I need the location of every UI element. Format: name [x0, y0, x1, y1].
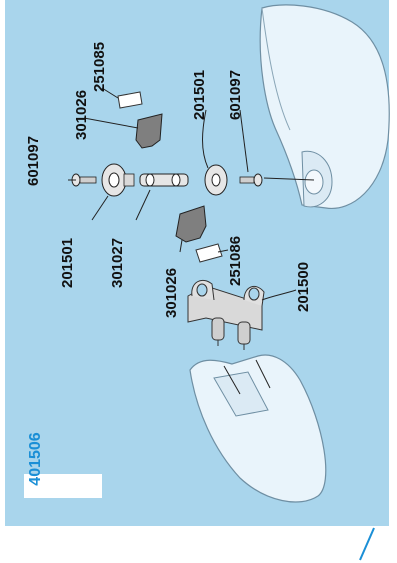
label-201501-left: 201501: [59, 237, 76, 288]
label-201501-right: 201501: [191, 69, 208, 120]
pad-251085-part: [117, 91, 143, 109]
label-301027: 301027: [109, 237, 126, 288]
label-301026-top: 301026: [73, 89, 90, 140]
label-251086: 251086: [227, 235, 244, 286]
label-201500: 201500: [295, 261, 312, 312]
temple-arm-top: [259, 4, 390, 209]
temple-arm-bottom: [189, 354, 327, 503]
bushing-right-part: [204, 164, 228, 196]
set-number: 401506: [27, 432, 44, 486]
clip-bottom-part: [175, 205, 207, 243]
hinge-bracket-part: [187, 280, 265, 350]
set-number-badge: 401506: [24, 432, 102, 498]
accent-slash: [359, 527, 375, 561]
label-301026-bottom: 301026: [163, 267, 180, 318]
clip-top-part: [135, 113, 163, 149]
axle-pin-part: [139, 173, 189, 187]
screw-right-part: [239, 173, 263, 187]
label-601097-right: 601097: [227, 69, 244, 120]
label-601097-left: 601097: [25, 135, 42, 186]
bushing-left-part: [101, 163, 135, 197]
label-251085: 251085: [91, 41, 108, 92]
pad-251086-part: [195, 243, 223, 263]
leader-lines: [68, 87, 297, 301]
